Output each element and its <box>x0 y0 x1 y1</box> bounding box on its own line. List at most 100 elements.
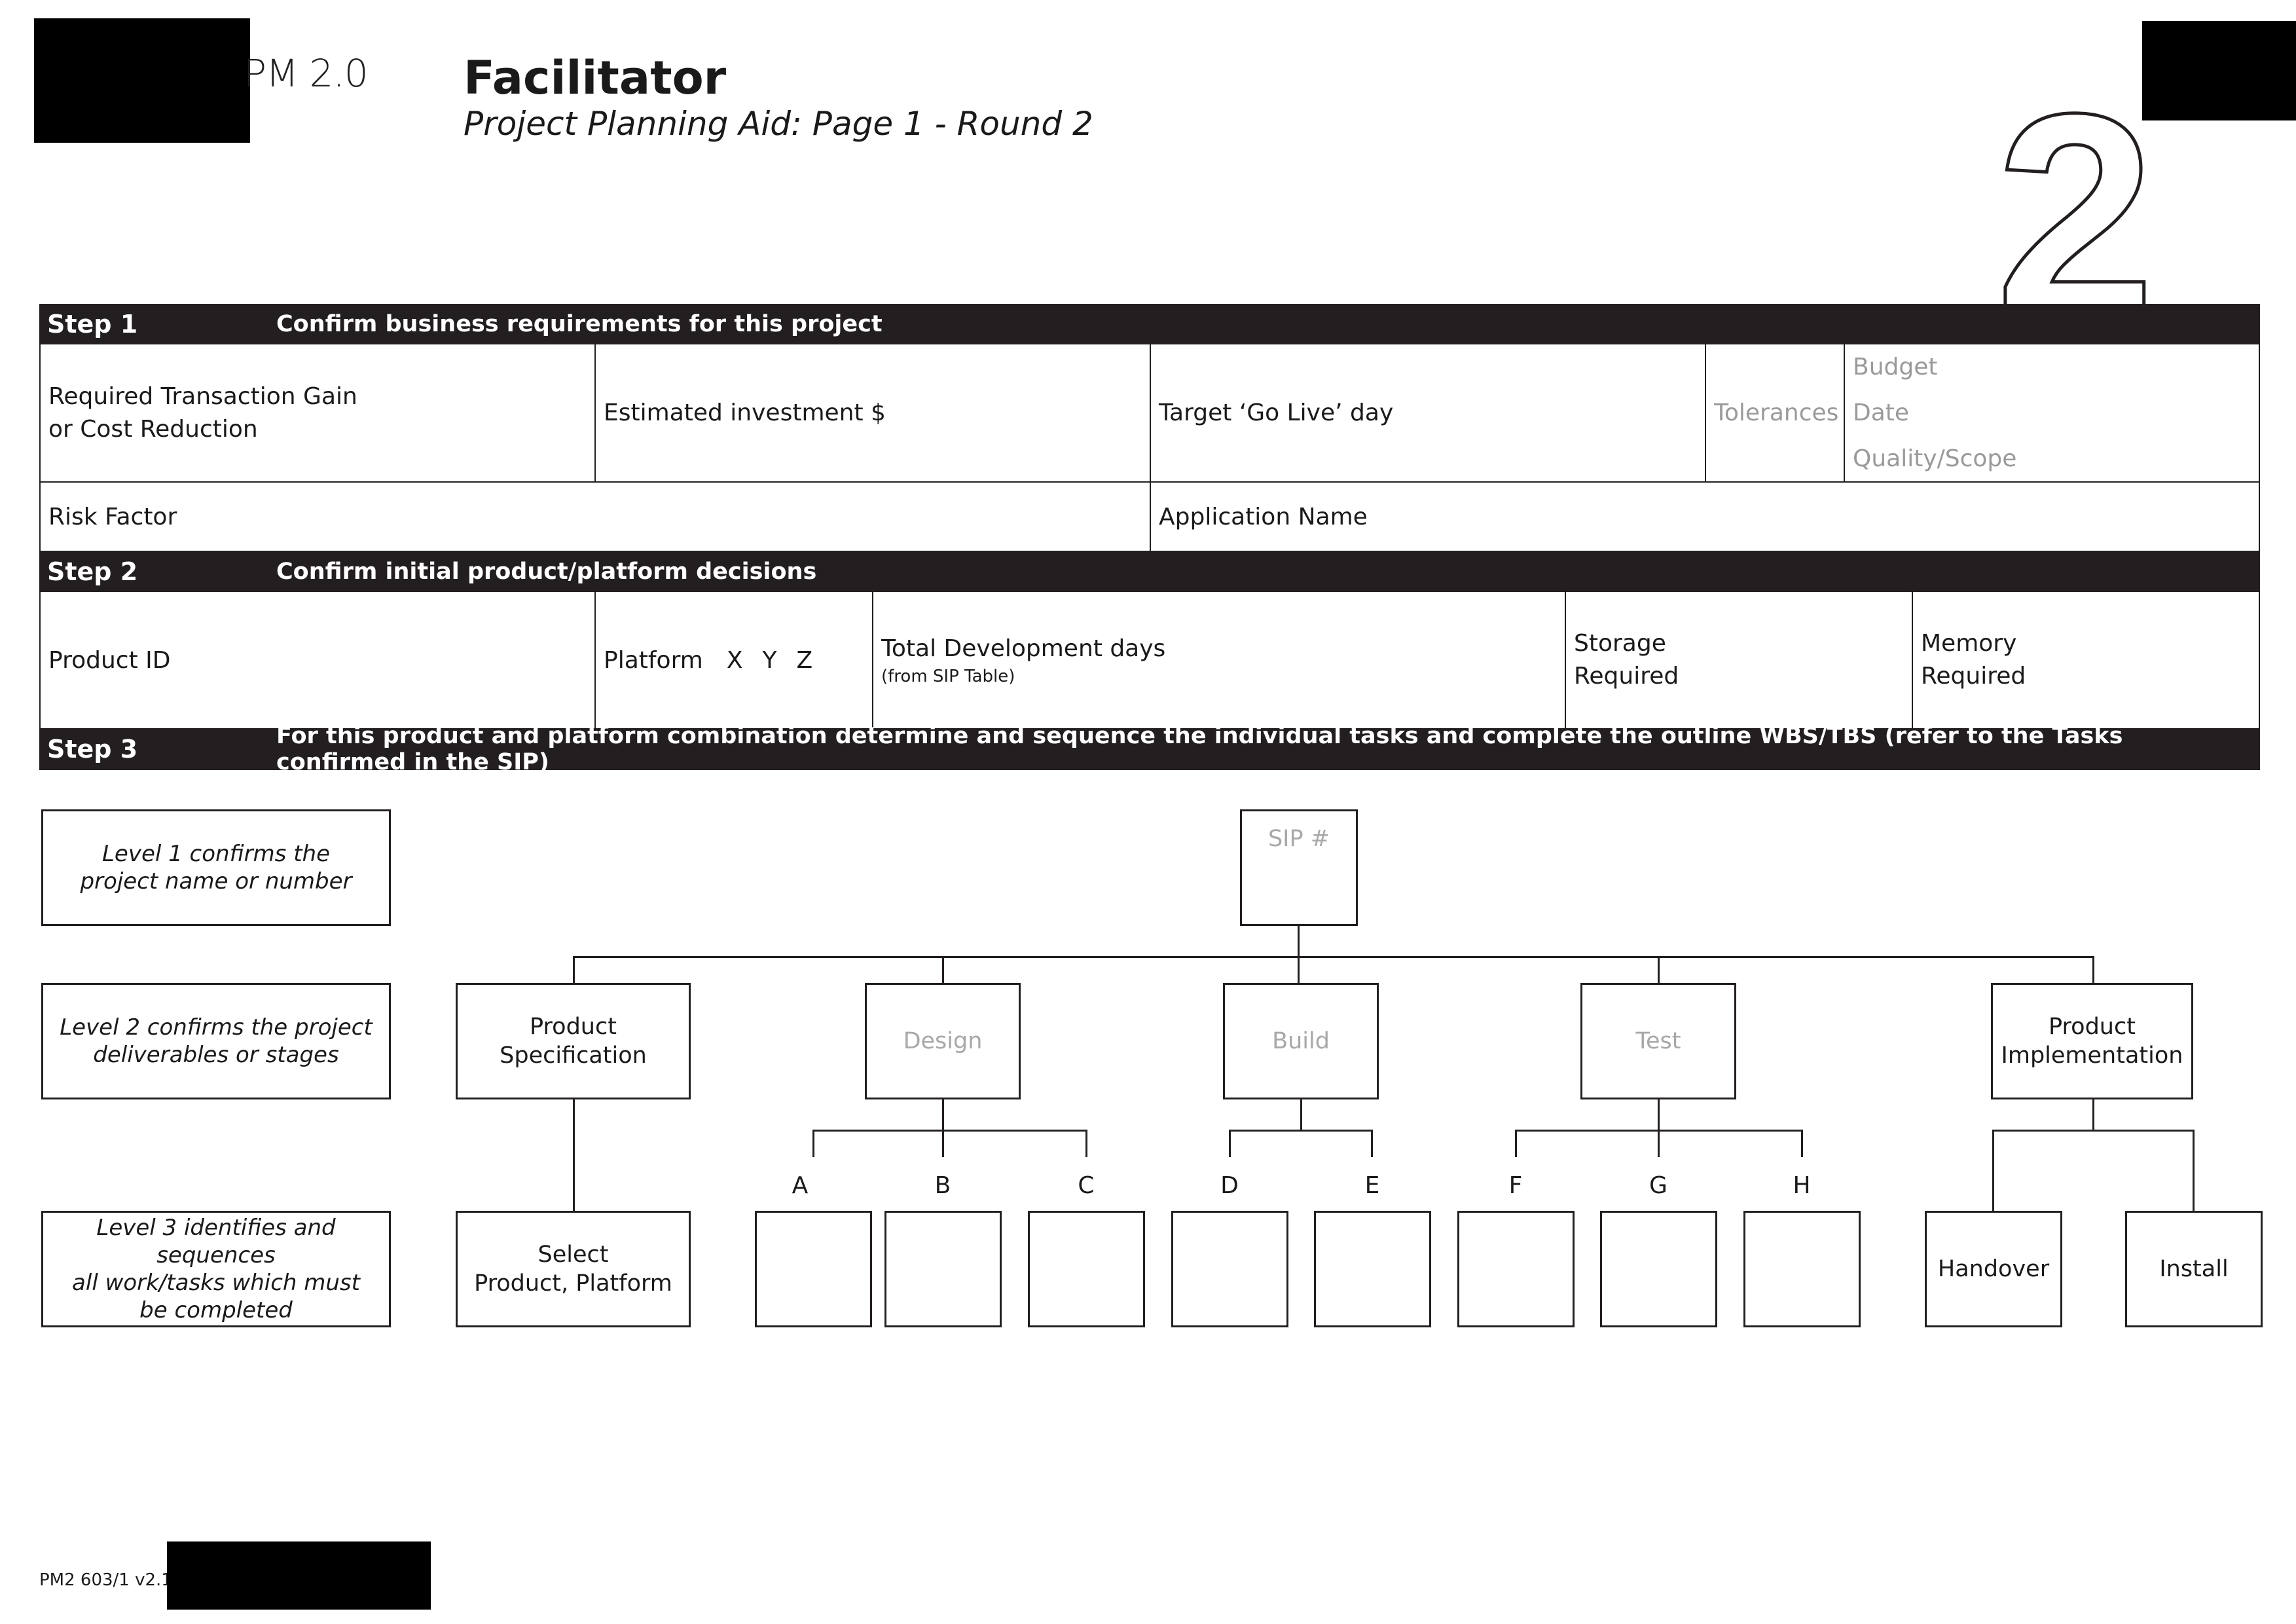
wbs-root-sip[interactable]: SIP # <box>1240 809 1358 926</box>
tolerance-budget-label: Budget <box>1853 354 1938 380</box>
platform-option-z[interactable]: Z <box>796 646 813 674</box>
task-box-b[interactable] <box>884 1211 1002 1327</box>
connector-spec-to-select <box>573 1098 575 1212</box>
step3-description: For this product and platform combinatio… <box>276 723 2123 775</box>
task-letter-b: B <box>934 1172 951 1199</box>
storage-field[interactable]: Storage Required <box>1565 591 1913 729</box>
level1-text-2: project name or number <box>80 868 352 895</box>
step1-label: Step 1 <box>47 310 138 339</box>
wbs-product-implementation[interactable]: Product Implementation <box>1991 983 2193 1099</box>
go-live-field[interactable]: Target ‘Go Live’ day <box>1150 343 1706 483</box>
level2-text-1: Level 2 confirms the project <box>60 1014 373 1041</box>
storage-label-2: Required <box>1574 663 1679 690</box>
test-label: Test <box>1635 1028 1681 1054</box>
memory-label-2: Required <box>1921 663 2026 690</box>
connector-c <box>1085 1130 1087 1157</box>
connector-test-down <box>1658 1098 1660 1131</box>
task-box-c[interactable] <box>1028 1211 1145 1327</box>
tolerances-cell: Tolerances <box>1705 343 1845 483</box>
storage-label-1: Storage <box>1574 630 1666 657</box>
connector-build-bus <box>1229 1130 1373 1132</box>
go-live-label: Target ‘Go Live’ day <box>1159 399 1394 426</box>
redacted-footer <box>167 1541 431 1610</box>
wbs-install[interactable]: Install <box>2125 1211 2263 1327</box>
wbs-select-product-platform[interactable]: Select Product, Platform <box>456 1211 691 1327</box>
product-id-field[interactable]: Product ID <box>39 591 596 729</box>
wbs-test[interactable]: Test <box>1580 983 1736 1099</box>
product-impl-label-1: Product <box>2049 1014 2136 1040</box>
transaction-gain-label-2: or Cost Reduction <box>48 415 258 443</box>
redacted-logo <box>34 18 250 143</box>
step1-description: Confirm business requirements for this p… <box>276 311 883 337</box>
wbs-product-specification[interactable]: Product Specification <box>456 983 691 1099</box>
step3-bar: Step 3 For this product and platform com… <box>39 723 2260 775</box>
risk-factor-field[interactable]: Risk Factor <box>39 481 1151 552</box>
task-box-h[interactable] <box>1743 1211 1861 1327</box>
connector-design-bus <box>812 1130 1087 1132</box>
investment-field[interactable]: Estimated investment $ <box>594 343 1151 483</box>
install-label: Install <box>2159 1256 2229 1282</box>
risk-factor-label: Risk Factor <box>48 503 177 530</box>
task-letter-e: E <box>1364 1172 1380 1199</box>
product-spec-label-1: Product <box>530 1014 617 1040</box>
platform-option-y[interactable]: Y <box>762 646 777 674</box>
round-number-outline: 2 <box>1994 92 2157 321</box>
wbs-design[interactable]: Design <box>865 983 1021 1099</box>
wbs-root-label: SIP # <box>1267 826 1330 852</box>
level2-text-2: deliverables or stages <box>93 1042 339 1068</box>
step3-label: Step 3 <box>47 735 138 764</box>
level3-description: Level 3 identifies and sequences all wor… <box>41 1211 391 1327</box>
application-name-field[interactable]: Application Name <box>1150 481 2260 552</box>
task-box-g[interactable] <box>1600 1211 1717 1327</box>
level3-text-1: Level 3 identifies and sequences <box>96 1215 336 1268</box>
platform-option-x[interactable]: X <box>726 646 743 674</box>
platform-field[interactable]: Platform X Y Z <box>594 591 873 729</box>
product-impl-label-2: Implementation <box>2001 1043 2183 1069</box>
connector-level2-bus <box>573 956 2094 958</box>
memory-field[interactable]: Memory Required <box>1912 591 2260 729</box>
connector-build-down <box>1300 1098 1302 1131</box>
tolerances-label: Tolerances <box>1714 399 1839 426</box>
product-id-label: Product ID <box>48 646 171 674</box>
task-box-f[interactable] <box>1457 1211 1575 1327</box>
connector-e <box>1371 1130 1373 1157</box>
footer-document-code: PM2 603/1 v2.1 <box>39 1570 172 1590</box>
task-letter-c: C <box>1078 1172 1095 1199</box>
transaction-gain-field[interactable]: Required Transaction Gain or Cost Reduct… <box>39 343 596 483</box>
memory-label-1: Memory <box>1921 630 2017 657</box>
connector-root-down <box>1298 925 1300 957</box>
connector-to-build <box>1298 956 1300 984</box>
tolerance-date-label: Date <box>1853 399 1910 426</box>
select-label-1: Select <box>538 1242 609 1268</box>
task-box-a[interactable] <box>755 1211 872 1327</box>
connector-to-design <box>942 956 944 984</box>
level2-description: Level 2 confirms the project deliverable… <box>41 983 391 1099</box>
task-letter-f: F <box>1508 1172 1523 1199</box>
tolerance-quality-label: Quality/Scope <box>1853 445 2017 472</box>
investment-label: Estimated investment $ <box>604 399 886 426</box>
task-letter-a: A <box>792 1172 809 1199</box>
logo-suffix: PM 2.0 <box>244 51 369 96</box>
transaction-gain-label-1: Required Transaction Gain <box>48 382 357 410</box>
connector-g <box>1658 1130 1660 1157</box>
design-label: Design <box>903 1028 983 1054</box>
task-box-e[interactable] <box>1314 1211 1431 1327</box>
connector-impl-bus <box>1992 1130 2195 1132</box>
wbs-build[interactable]: Build <box>1223 983 1379 1099</box>
level3-text-2: all work/tasks which must <box>72 1270 360 1296</box>
step2-bar: Step 2 Confirm initial product/platform … <box>39 551 2260 592</box>
page-subtitle: Project Planning Aid: Page 1 - Round 2 <box>464 105 1093 143</box>
task-box-d[interactable] <box>1171 1211 1288 1327</box>
connector-design-down <box>942 1098 944 1131</box>
tolerance-values-field[interactable]: Budget Date Quality/Scope <box>1844 343 2260 483</box>
total-dev-days-label: Total Development days <box>881 635 1166 662</box>
application-name-label: Application Name <box>1159 503 1368 530</box>
platform-label: Platform <box>604 646 703 674</box>
connector-d <box>1229 1130 1231 1157</box>
connector-impl-down <box>2092 1098 2094 1131</box>
total-dev-days-note: (from SIP Table) <box>881 667 1015 686</box>
total-dev-days-field[interactable]: Total Development days (from SIP Table) <box>872 591 1566 729</box>
wbs-handover[interactable]: Handover <box>1925 1211 2062 1327</box>
product-spec-label-2: Specification <box>500 1043 647 1069</box>
connector-a <box>812 1130 814 1157</box>
